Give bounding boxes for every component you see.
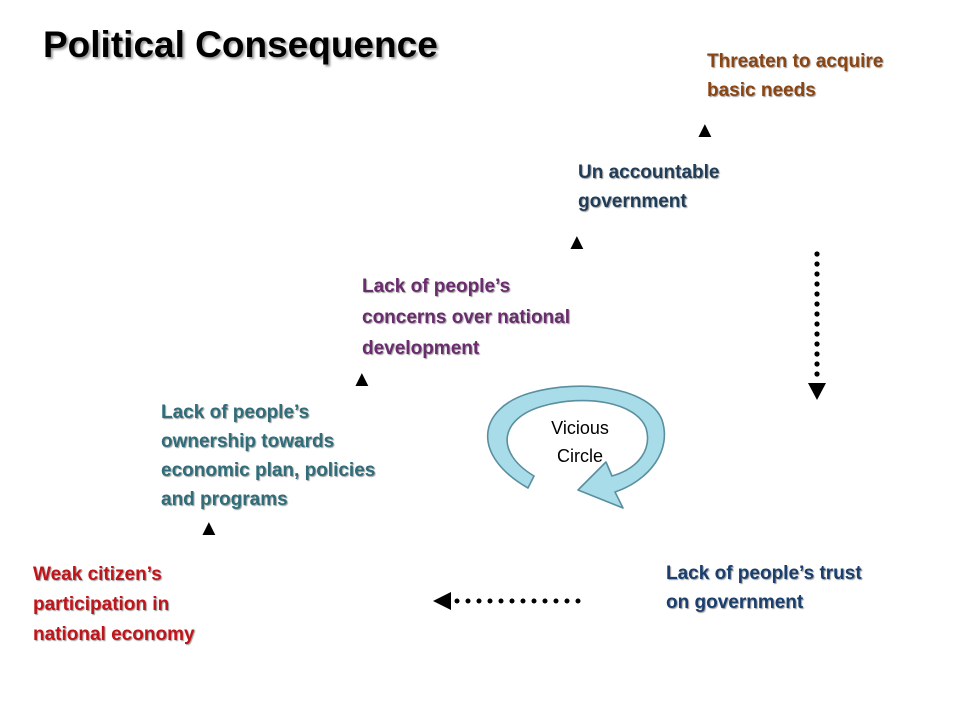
page-title: Political Consequence bbox=[43, 24, 438, 65]
vicious-circle-label: Vicious Circle bbox=[551, 418, 609, 466]
dotted-down-arrow bbox=[808, 251, 826, 400]
node-threaten-basic-needs: Threaten to acquire basic needs bbox=[707, 51, 884, 101]
node-lack-of-trust: Lack of people’s trust on government bbox=[666, 563, 862, 613]
node-lack-of-concerns: Lack of people’s concerns over national … bbox=[362, 276, 571, 359]
node-weak-participation: Weak citizen’s participation in national… bbox=[33, 564, 195, 645]
node-unaccountable-government: Un accountable government bbox=[578, 162, 720, 212]
node-lack-of-ownership: Lack of people’s ownership towards econo… bbox=[161, 402, 376, 510]
arrow-up-icon: ▲ bbox=[566, 229, 588, 254]
dotted-left-arrow bbox=[433, 592, 581, 610]
vicious-circle-arrow bbox=[486, 385, 666, 509]
arrow-up-icon: ▲ bbox=[351, 366, 373, 391]
arrow-up-icon: ▲ bbox=[198, 515, 220, 540]
arrow-up-icon: ▲ bbox=[694, 117, 716, 142]
